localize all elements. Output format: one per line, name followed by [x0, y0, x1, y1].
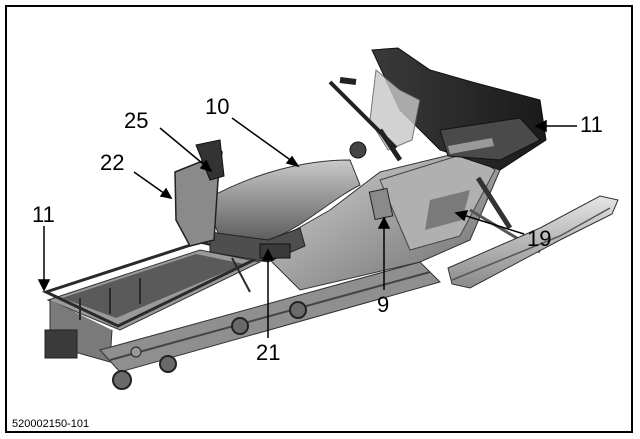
callout-25: 25 [124, 108, 149, 133]
callout-10: 10 [205, 94, 230, 119]
rear-rack [41, 240, 267, 363]
callout-9: 9 [377, 292, 390, 317]
callout-22: 22 [100, 150, 125, 175]
callout-11-left: 11 [32, 202, 55, 227]
footrest [231, 187, 394, 293]
handlebar [328, 77, 403, 162]
leader-lines [37, 117, 577, 338]
callout-19: 19 [527, 226, 552, 251]
front-ski [447, 176, 619, 289]
callout-21: 21 [256, 340, 281, 365]
callout-11-right: 11 [580, 112, 603, 137]
figure-caption: 520002150-101 [12, 418, 90, 430]
track-suspension [99, 261, 441, 390]
side-panel [259, 149, 501, 291]
